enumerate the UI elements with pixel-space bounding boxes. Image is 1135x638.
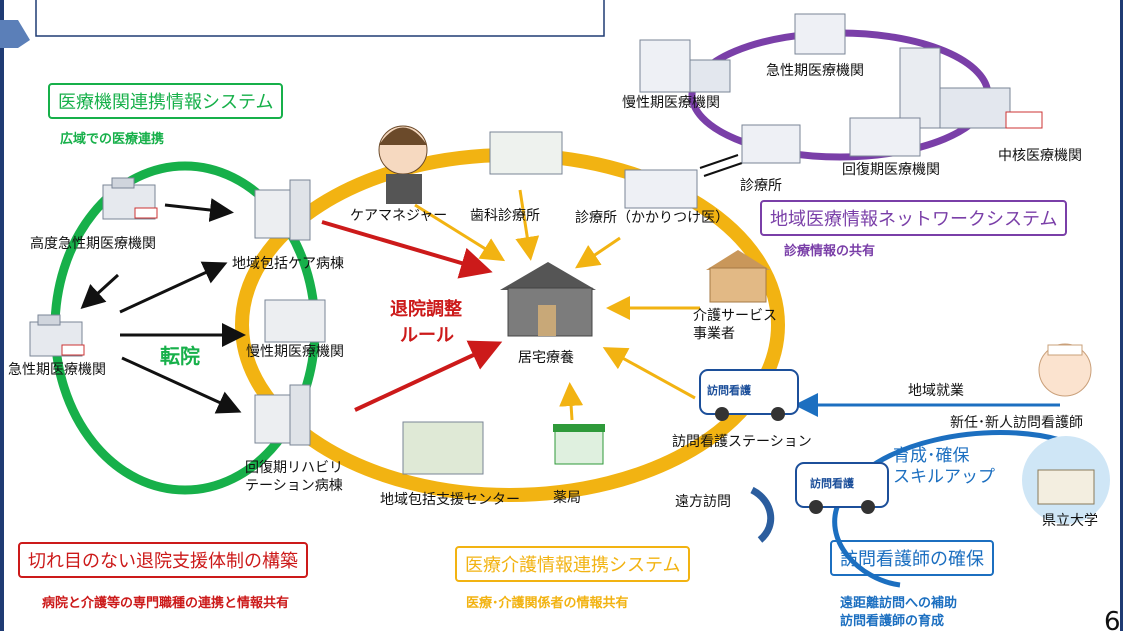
train-label-2: スキルアップ bbox=[893, 467, 995, 487]
home-care-house-icon bbox=[500, 262, 596, 337]
medical-system-title: 医療機関連携情報システム bbox=[58, 92, 274, 113]
discharge-rule-label-1: 退院調整 bbox=[390, 299, 462, 320]
nurse-avatar-icon bbox=[1038, 343, 1092, 397]
right-frame bbox=[1120, 0, 1123, 631]
clinic-icon-top bbox=[741, 124, 801, 164]
care-service-house-icon bbox=[706, 250, 770, 303]
chronic-top-label: 慢性期医療機関 bbox=[622, 95, 720, 111]
regional-work-label: 地域就業 bbox=[908, 383, 964, 399]
train-label-1: 育成･確保 bbox=[893, 446, 970, 466]
hospital-icon-core bbox=[899, 47, 1043, 129]
hospital-icon-chronic-left bbox=[264, 299, 326, 343]
clinic-family-label: 診療所（かかりつけ医） bbox=[575, 210, 730, 226]
medical-system-sub: 広域での医療連携 bbox=[60, 132, 165, 147]
home-care-label: 居宅療養 bbox=[518, 350, 574, 366]
chronic-left-label: 慢性期医療機関 bbox=[246, 344, 344, 360]
transfer-label: 転院 bbox=[160, 344, 200, 368]
care-system-box: 医療介護情報連携システム bbox=[455, 546, 691, 582]
nurse-system-sub2: 訪問看護師の育成 bbox=[840, 614, 945, 629]
care-service-label-2: 事業者 bbox=[693, 326, 735, 342]
remote-visit-label: 遠方訪問 bbox=[675, 494, 731, 510]
rehab-label-2: テーション病棟 bbox=[245, 478, 343, 494]
van-sign-remote: 訪問看護 bbox=[810, 477, 854, 490]
care-system-sub: 医療･介護関係者の情報共有 bbox=[466, 596, 629, 611]
care-system-title: 医療介護情報連携システム bbox=[465, 555, 681, 576]
dental-label: 歯科診療所 bbox=[470, 208, 540, 224]
acute-top-label: 急性期医療機関 bbox=[766, 63, 864, 79]
university-label: 県立大学 bbox=[1042, 513, 1098, 529]
pharmacy-icon bbox=[553, 424, 605, 465]
regional-system-box: 地域医療情報ネットワークシステム bbox=[760, 200, 1068, 236]
new-nurse-label: 新任･新人訪問看護師 bbox=[950, 415, 1083, 431]
support-center-icon bbox=[402, 421, 484, 475]
community-care-ward-label: 地域包括ケア病棟 bbox=[232, 256, 344, 272]
advanced-acute-label: 高度急性期医療機関 bbox=[30, 236, 156, 252]
clinic-top-label: 診療所 bbox=[740, 178, 782, 194]
community-support-label: 地域包括支援センター bbox=[380, 492, 520, 508]
regional-system-title: 地域医療情報ネットワークシステム bbox=[770, 209, 1058, 230]
recovery-top-label: 回復期医療機関 bbox=[842, 162, 940, 178]
discharge-rule-label-2: ルール bbox=[400, 325, 454, 346]
header-tab bbox=[0, 20, 30, 48]
left-frame bbox=[0, 0, 4, 631]
nurse-system-sub1: 遠距離訪問への補助 bbox=[840, 596, 958, 611]
van-icon-station bbox=[699, 369, 799, 421]
care-manager-avatar-icon bbox=[378, 125, 428, 204]
remote-arc bbox=[750, 486, 775, 543]
seamless-system-box: 切れ目のない退院支援体制の構築 bbox=[18, 542, 308, 578]
clinic-icon-family bbox=[624, 169, 698, 209]
medical-system-box: 医療機関連携情報システム bbox=[48, 83, 284, 119]
hospital-icon-community bbox=[254, 179, 311, 241]
care-service-label-1: 介護サービス bbox=[693, 308, 777, 324]
acute-left-label: 急性期医療機関 bbox=[8, 362, 106, 378]
hospital-icon-recovery-top bbox=[849, 117, 921, 157]
visiting-station-label: 訪問看護ステーション bbox=[672, 434, 812, 450]
header-box bbox=[35, 0, 605, 37]
care-manager-label: ケアマネジャー bbox=[350, 208, 448, 224]
van-sign-station: 訪問看護 bbox=[707, 384, 751, 397]
dental-clinic-icon bbox=[489, 131, 563, 175]
page-number: 6 bbox=[1104, 607, 1121, 637]
hospital-icon-acute-top bbox=[794, 13, 846, 55]
hospital-icon-chronic-top bbox=[639, 39, 731, 93]
core-label: 中核医療機関 bbox=[998, 148, 1082, 164]
nurse-system-box: 訪問看護師の確保 bbox=[830, 540, 994, 576]
nurse-system-title: 訪問看護師の確保 bbox=[840, 549, 984, 570]
rehab-label-1: 回復期リハビリ bbox=[245, 460, 343, 476]
regional-system-sub: 診療情報の共有 bbox=[784, 244, 876, 259]
hospital-icon-acute-left bbox=[29, 314, 85, 357]
seamless-system-title: 切れ目のない退院支援体制の構築 bbox=[28, 551, 298, 572]
pharmacy-label: 薬局 bbox=[553, 490, 581, 506]
university-icon bbox=[1022, 436, 1110, 524]
van-icon-remote bbox=[795, 462, 889, 514]
seamless-system-sub: 病院と介護等の専門職種の連携と情報共有 bbox=[42, 596, 290, 611]
hospital-icon-advanced bbox=[102, 177, 158, 220]
hospital-icon-rehab bbox=[254, 384, 311, 446]
